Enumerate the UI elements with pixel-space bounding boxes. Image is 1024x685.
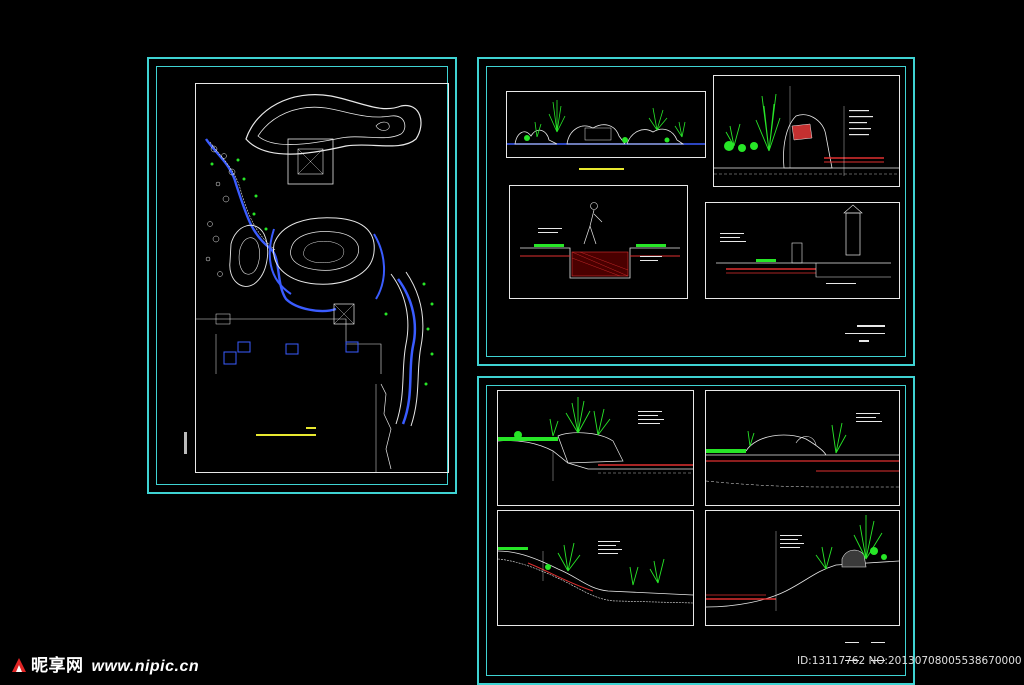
upper-sheet-notes — [845, 325, 885, 343]
section-panel-f — [705, 390, 900, 506]
section-panel-g — [497, 510, 694, 626]
rockery-elevation-drawing — [507, 100, 705, 145]
section-panel-a — [506, 91, 706, 170]
bank-section-g-drawing — [498, 541, 693, 604]
sections-sheet-lower — [477, 376, 915, 685]
plan-drawing-frame — [195, 83, 449, 473]
bank-section-h-drawing — [706, 515, 899, 611]
lower-sheet-notes — [845, 630, 895, 661]
site-plan-drawing — [196, 94, 434, 472]
section-panel-c — [509, 185, 688, 299]
watermark-logo-text: 昵享网 — [31, 656, 84, 675]
plan-sheet — [147, 57, 457, 494]
paving-section-drawing — [520, 202, 680, 279]
sections-sheet-upper — [477, 57, 915, 366]
pillar-section-drawing — [716, 204, 891, 284]
section-panel-e — [497, 390, 694, 506]
lower-sheet-inner-border — [486, 385, 906, 676]
watermark-logo: 昵享网 www.nipic.cn — [10, 651, 199, 676]
upper-sheet-inner-border — [486, 66, 906, 357]
watermark-url: www.nipic.cn — [91, 658, 200, 675]
plan-side-stamp — [184, 432, 187, 454]
section-panel-h — [705, 510, 900, 626]
watermark-image-id: ID:13117762 NO:20130708005538670000 — [797, 655, 1022, 667]
bank-section-e-drawing — [498, 397, 693, 481]
section-panel-d — [705, 202, 900, 299]
bank-section-f-drawing — [706, 413, 899, 488]
cascade-section-drawing — [714, 86, 899, 176]
section-panel-b — [713, 75, 900, 187]
plan-sheet-inner-border — [156, 66, 448, 485]
panel-a-caption — [579, 166, 624, 171]
nipic-logo-icon — [12, 658, 26, 672]
